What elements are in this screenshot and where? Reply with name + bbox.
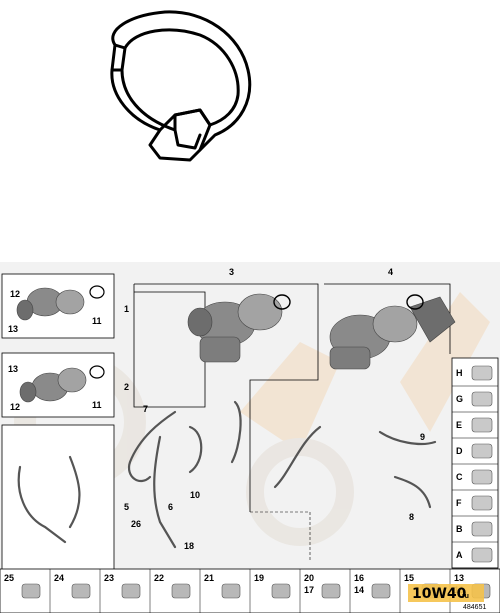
legend-letter: B: [456, 524, 463, 534]
callout-assembly-6: 6: [168, 502, 173, 512]
strip-part-icon: [21, 583, 41, 599]
legend-item-f: F: [452, 495, 498, 517]
legend-letter: H: [456, 368, 463, 378]
strip-part-number: 13: [454, 573, 464, 583]
legend-part-icon: [471, 443, 493, 459]
strip-part-icon: [171, 583, 191, 599]
callout-assembly-11a: 11: [92, 316, 102, 326]
strip-part-subnumber: 14: [354, 585, 364, 595]
callout-assembly-1: 1: [124, 304, 129, 314]
legend-letter: G: [456, 394, 463, 404]
parts-strip: 25242322211920171614151310: [0, 568, 500, 613]
strip-part-25: 25: [4, 573, 41, 599]
legend-letter: F: [456, 498, 462, 508]
callout-assembly-12b: 12: [10, 402, 20, 412]
strip-part-icon: [221, 583, 241, 599]
callout-assembly-3: 3: [229, 267, 234, 277]
legend-part-icon: [471, 547, 493, 563]
callout-assembly-9: 9: [420, 432, 425, 442]
strip-part-icon: [321, 583, 341, 599]
strip-part-number: 16: [354, 573, 364, 583]
oil-pipes: [17, 400, 437, 549]
callout-assembly-13b: 13: [8, 364, 18, 374]
strip-part-number: 25: [4, 573, 14, 583]
callout-assembly-10: 10: [190, 490, 200, 500]
callout-assembly-8: 8: [409, 512, 414, 522]
strip-part-subnumber: 17: [304, 585, 314, 595]
legend-item-d: D: [452, 443, 498, 465]
legend-item-b: B: [452, 521, 498, 543]
callout-assembly-2: 2: [124, 382, 129, 392]
callout-assembly-5: 5: [124, 502, 129, 512]
strip-part-icon: [121, 583, 141, 599]
legend-item-c: C: [452, 469, 498, 491]
strip-part-19: 19: [249, 569, 291, 613]
clamp-detail-area: [0, 0, 500, 262]
legend-item-h: H: [452, 365, 498, 387]
callout-assembly-12a: 12: [10, 289, 20, 299]
turbocharger-right: [329, 296, 456, 370]
strip-part-icon: [71, 583, 91, 599]
watermark-badge: 10W40 .ru: [408, 584, 484, 602]
legend-part-icon: [471, 417, 493, 433]
hose-clamp-drawing: [110, 10, 252, 162]
subassembly-box-2: [1, 352, 115, 418]
strip-part-21: 21: [199, 569, 241, 613]
strip-part-icon: [271, 583, 291, 599]
small-turbo-2: [19, 367, 87, 403]
image-number: 484651: [463, 604, 486, 611]
strip-part-number: 15: [404, 573, 414, 583]
callout-assembly-26: 26: [131, 519, 141, 529]
legend-item-a: A: [452, 547, 498, 569]
strip-part-22: 22: [149, 569, 191, 613]
strip-part-number: 21: [204, 573, 214, 583]
callout-assembly-4: 4: [388, 267, 393, 277]
strip-part-number: 20: [304, 573, 314, 583]
legend-part-icon: [471, 365, 493, 381]
callout-assembly-13a: 13: [8, 324, 18, 334]
callout-assembly-7: 7: [143, 404, 148, 414]
strip-part-number: 24: [54, 573, 64, 583]
watermark-suffix: .ru: [460, 593, 469, 600]
strip-part-number: 23: [104, 573, 114, 583]
legend-item-e: E: [452, 417, 498, 439]
legend-letter: D: [456, 446, 463, 456]
watermark-text: 10W40: [412, 586, 467, 602]
legend-letter: C: [456, 472, 463, 482]
strip-part-number: 19: [254, 573, 264, 583]
callout-assembly-11b: 11: [92, 400, 102, 410]
legend-item-g: G: [452, 391, 498, 413]
legend-part-icon: [471, 495, 493, 511]
strip-part-icon: [371, 583, 391, 599]
legend-column: H G E D C F B A: [451, 357, 499, 569]
legend-letter: E: [456, 420, 462, 430]
callout-assembly-18: 18: [184, 541, 194, 551]
strip-part-number: 22: [154, 573, 164, 583]
turbocharger-left: [187, 293, 283, 363]
subassembly-box-5: [1, 424, 115, 574]
legend-part-icon: [471, 521, 493, 537]
small-turbo-1: [16, 287, 85, 321]
strip-part-23: 23: [99, 569, 141, 613]
strip-part-24: 24: [49, 569, 91, 613]
legend-part-icon: [471, 391, 493, 407]
legend-letter: A: [456, 550, 463, 560]
legend-part-icon: [471, 469, 493, 485]
